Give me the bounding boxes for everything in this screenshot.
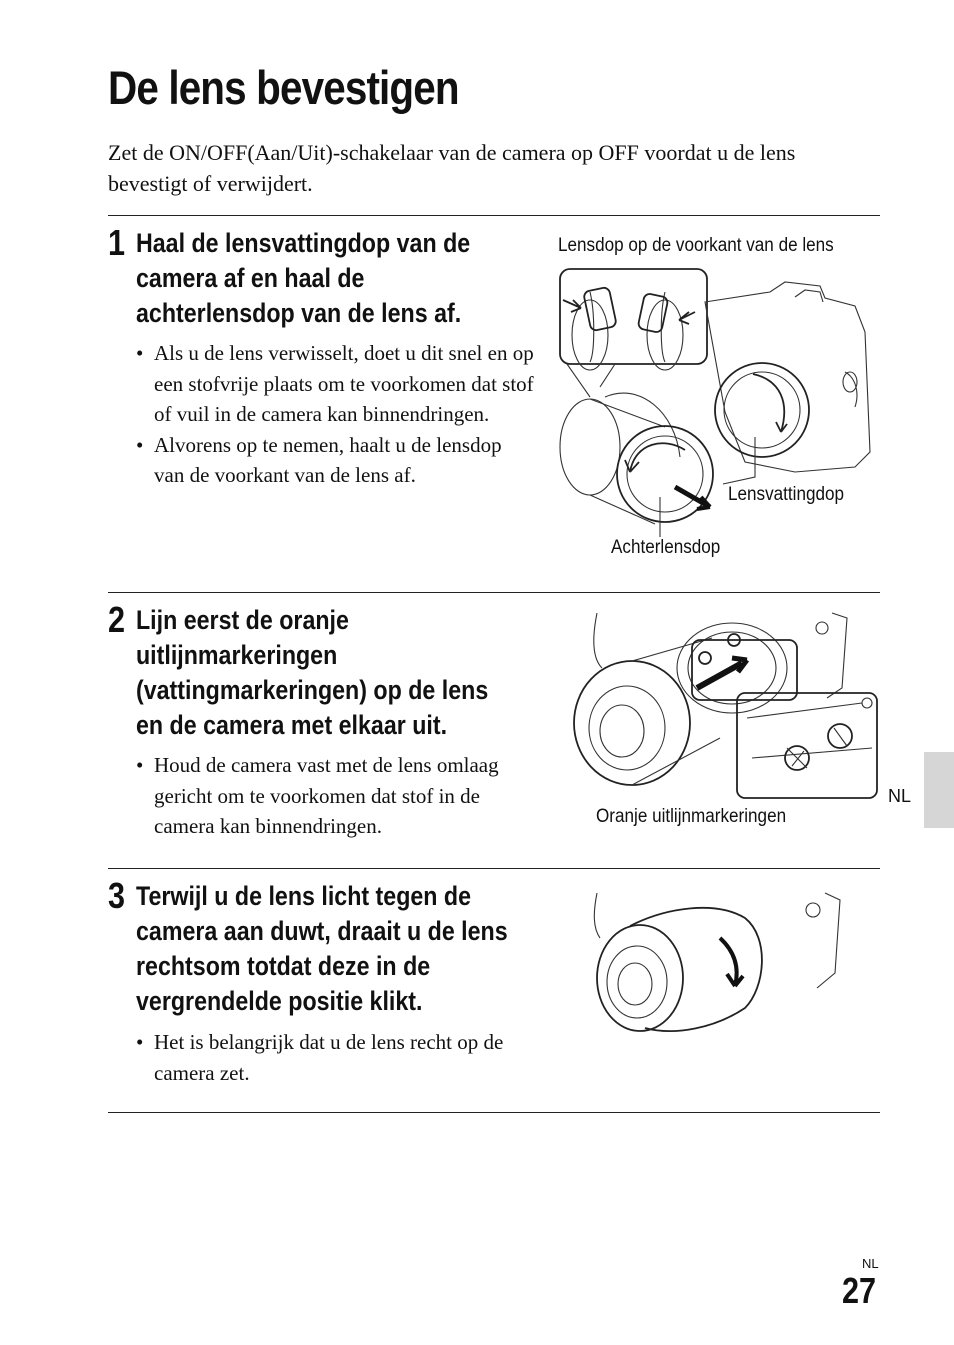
language-side-tab [924,752,954,828]
step-2-bullets: Houd de camera vast met de lens omlaag g… [136,750,536,842]
lens-removal-illustration [559,268,871,537]
list-item: Het is belangrijk dat u de lens recht op… [136,1027,536,1088]
page-title: De lens bevestigen [108,61,460,114]
divider [108,592,880,593]
divider [108,1112,880,1113]
intro-paragraph: Zet de ON/OFF(Aan/Uit)-schakelaar van de… [108,140,796,196]
divider [108,215,880,216]
caption-rear-lens-cap: Achterlensdop [611,537,721,558]
caption-lens-front-cap: Lensdop op de voorkant van de lens [558,235,834,256]
list-item: Alvorens op te nemen, haalt u de lensdop… [136,430,536,491]
step-1-number: 1 [108,222,126,263]
step-1-bullets: Als u de lens verwisselt, doet u dit sne… [136,338,536,491]
divider [108,868,880,869]
step-3-bullets: Het is belangrijk dat u de lens recht op… [136,1027,536,1088]
step-3-number: 3 [108,875,126,916]
list-item: Houd de camera vast met de lens omlaag g… [136,750,536,842]
step-1-heading: Haal de lensvattingdop van de camera af … [136,228,471,328]
step-2-number: 2 [108,599,126,640]
alignment-illustration [573,612,878,799]
page-language-label: NL [862,1256,879,1271]
list-item: Als u de lens verwisselt, doet u dit sne… [136,338,536,430]
side-tab-label: NL [888,786,912,806]
caption-orange-markers: Oranje uitlijnmarkeringen [596,806,787,827]
step-3-heading: Terwijl u de lens licht tegen de camera … [136,881,508,1016]
page-number: 27 [842,1270,877,1311]
lens-twist-illustration [593,892,841,1032]
step-2-heading: Lijn eerst de oranje uitlijnmarkeringen … [136,605,489,740]
caption-mount-cap: Lensvattingdop [728,484,845,505]
